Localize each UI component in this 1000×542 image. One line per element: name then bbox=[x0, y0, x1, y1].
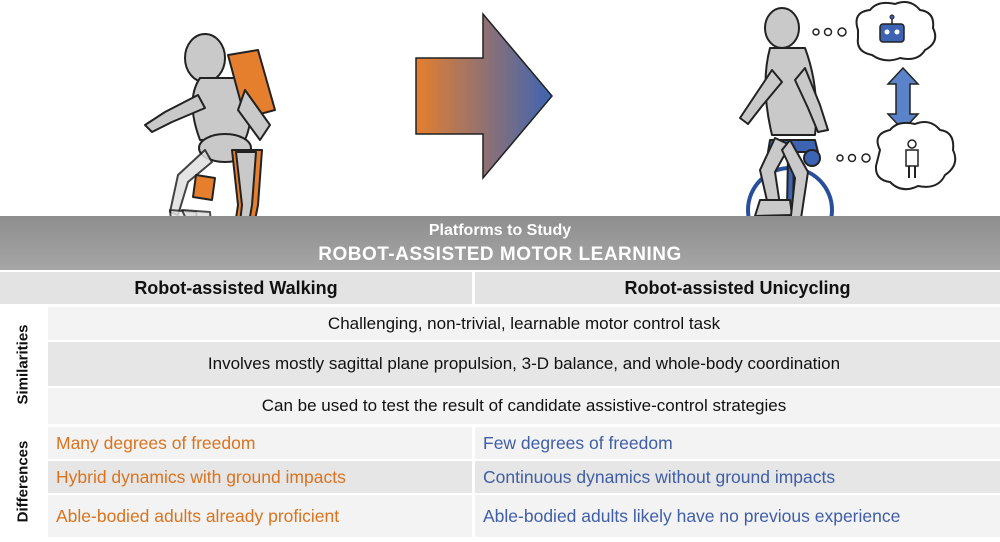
comparison-table: Robot-assisted Walking Robot-assisted Un… bbox=[0, 272, 1000, 537]
gradient-arrow-right-icon bbox=[415, 11, 553, 181]
similarity-row-3: Can be used to test the result of candid… bbox=[48, 388, 1000, 424]
col-header-unicycling: Robot-assisted Unicycling bbox=[475, 272, 1000, 304]
difference-walking-2: Hybrid dynamics with ground impacts bbox=[48, 461, 472, 493]
difference-walking-3: Able-bodied adults already proficient bbox=[48, 495, 472, 537]
illustration-area: Platforms to Study ROBOT-ASSISTED MOTOR … bbox=[0, 0, 1000, 270]
similarity-row-2: Involves mostly sagittal plane propulsio… bbox=[48, 342, 1000, 386]
double-arrow-vertical-icon bbox=[886, 66, 920, 132]
similarity-row-1: Challenging, non-trivial, learnable moto… bbox=[48, 307, 1000, 340]
differences-label-cell: Differences bbox=[0, 427, 46, 537]
thought-dots-lower bbox=[836, 153, 871, 163]
differences-label: Differences bbox=[14, 440, 32, 523]
banner-subtitle: Platforms to Study bbox=[428, 222, 572, 239]
similarities-label-cell: Similarities bbox=[0, 307, 46, 424]
similarities-label: Similarities bbox=[14, 324, 32, 405]
banner-title: ROBOT-ASSISTED MOTOR LEARNING bbox=[318, 244, 682, 265]
difference-walking-1: Many degrees of freedom bbox=[48, 427, 472, 459]
person-thought-icon bbox=[874, 121, 957, 191]
col-header-walking: Robot-assisted Walking bbox=[0, 272, 472, 304]
banner: Platforms to Study ROBOT-ASSISTED MOTOR … bbox=[0, 216, 1000, 270]
illustration-svg bbox=[78, 1, 957, 260]
difference-unicycling-1: Few degrees of freedom bbox=[475, 427, 1000, 459]
difference-unicycling-2: Continuous dynamics without ground impac… bbox=[475, 461, 1000, 493]
difference-unicycling-3: Able-bodied adults likely have no previo… bbox=[475, 495, 1000, 537]
thought-dots-upper bbox=[812, 27, 847, 37]
robot-thought-icon bbox=[855, 1, 937, 62]
